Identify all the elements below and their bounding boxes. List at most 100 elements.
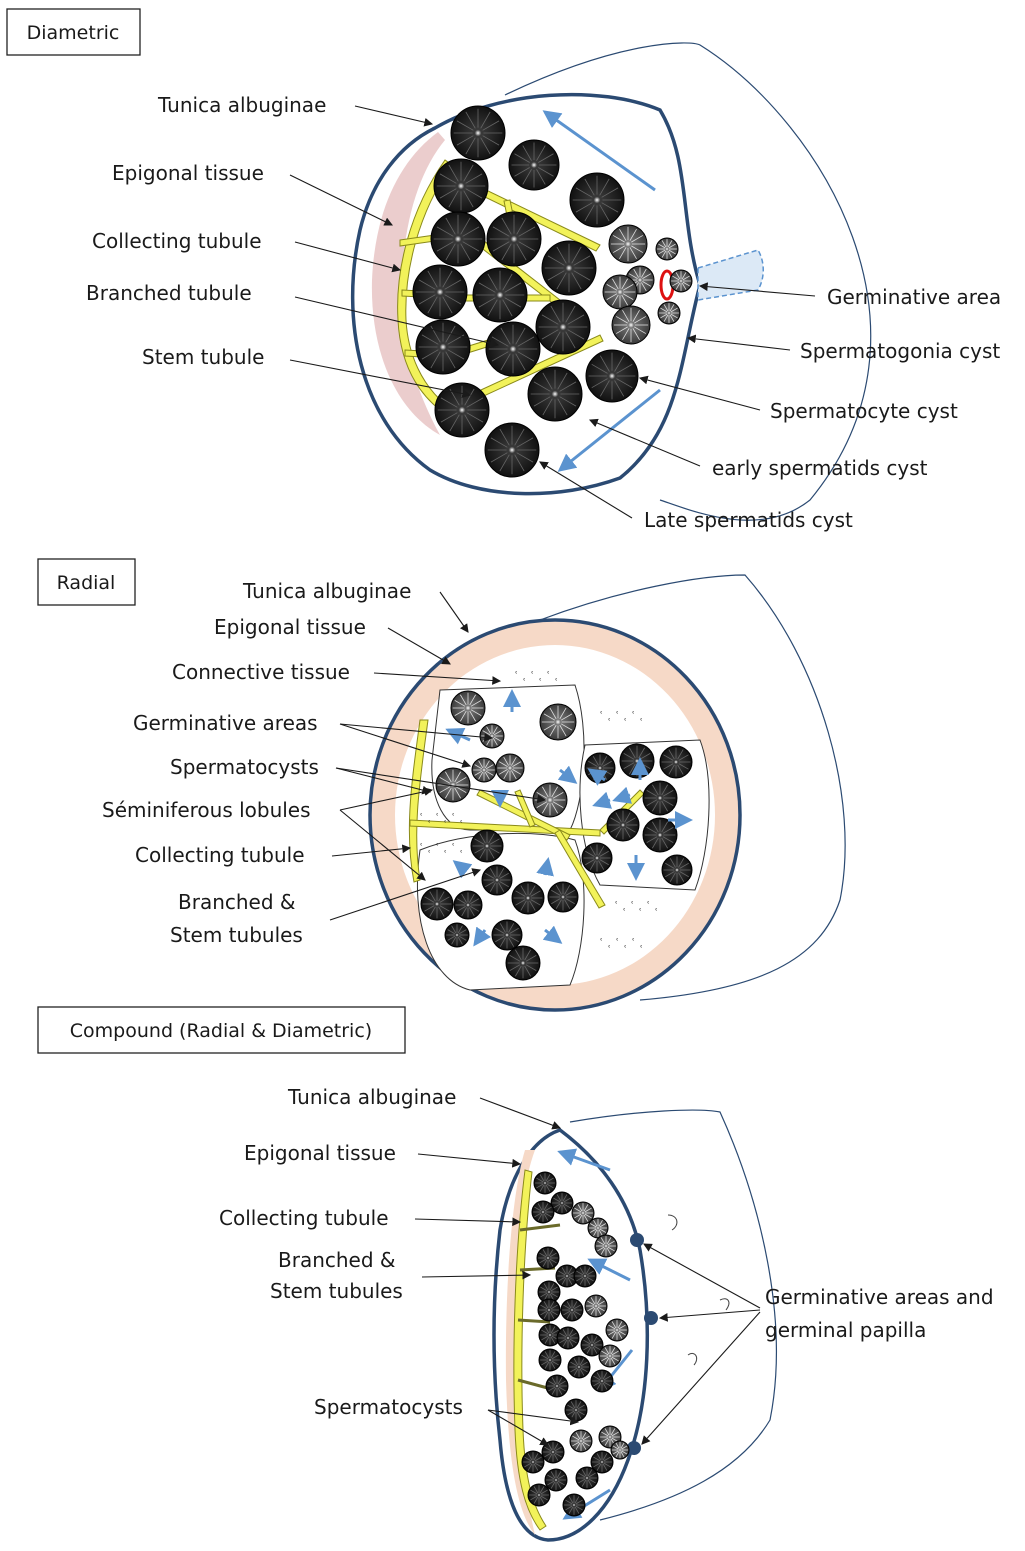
connective-fiber: ʿ: [555, 678, 558, 688]
cyst: [538, 1323, 562, 1347]
connective-fiber: ʿ: [631, 901, 634, 911]
connective-fiber: ʿ: [444, 850, 447, 860]
diametric-cysts: [412, 105, 693, 478]
cyst: [610, 1440, 630, 1460]
connective-fiber: ʿ: [639, 908, 642, 918]
cyst: [537, 1298, 561, 1322]
cyst: [598, 1425, 622, 1449]
compound-epigonal-tissue: [505, 1150, 535, 1535]
radial-label-connective: Connective tissue: [172, 660, 350, 684]
cyst: [521, 1450, 545, 1474]
diametric-label-epigonal: Epigonal tissue: [112, 161, 264, 185]
cyst: [585, 349, 639, 403]
diametric-flow-arrow: [557, 388, 661, 472]
cyst: [434, 382, 490, 438]
cyst: [453, 890, 483, 920]
cyst: [545, 1374, 569, 1398]
connective-fiber: ʿ: [640, 945, 643, 955]
cyst: [535, 299, 591, 355]
connective-fiber: ʿ: [436, 843, 439, 853]
cyst: [661, 854, 693, 886]
cyst: [659, 745, 693, 779]
cyst: [485, 321, 541, 377]
radial-label-lobules: Séminiferous lobules: [102, 798, 311, 822]
connective-fiber: ʿ: [452, 843, 455, 853]
cyst: [567, 1355, 591, 1379]
diametric-label-collecting: Collecting tubule: [92, 229, 262, 253]
radial-label-collecting: Collecting tubule: [135, 843, 305, 867]
cyst: [486, 211, 542, 267]
compound-label-branched-2: Stem tubules: [270, 1279, 403, 1303]
cyst: [575, 1466, 599, 1490]
cyst: [495, 753, 525, 783]
cyst: [564, 1398, 588, 1422]
cyst: [450, 690, 486, 726]
cyst: [590, 1450, 614, 1474]
connective-fiber: ʿ: [640, 718, 643, 728]
compound-label-germinative-1: Germinative areas and: [765, 1285, 994, 1309]
cyst: [590, 1369, 614, 1393]
cyst: [584, 1294, 608, 1318]
cyst: [669, 269, 693, 293]
diametric-title: Diametric: [27, 22, 120, 44]
cyst: [527, 366, 583, 422]
radial-flow-arrows: [445, 689, 693, 947]
diametric-flow-arrow: [542, 110, 656, 192]
radial-label-branched-1: Branched &: [178, 890, 296, 914]
flow-arrow: [536, 857, 554, 877]
compound-label-tunica: Tunica albuginae: [287, 1085, 456, 1109]
connective-fiber: ʿ: [655, 908, 658, 918]
cyst: [594, 1234, 618, 1258]
cyst: [479, 723, 505, 749]
diametric-label-stem: Stem tubule: [142, 345, 264, 369]
cyst: [435, 767, 471, 803]
connective-fiber: ʿ: [460, 820, 463, 830]
cyst: [538, 1348, 562, 1372]
radial-label-branched-2: Stem tubules: [170, 923, 303, 947]
flow-arrow: [592, 791, 613, 809]
cyst: [606, 808, 640, 842]
connective-fiber: ʿ: [600, 711, 603, 721]
flow-arrow: [557, 765, 578, 784]
cyst: [508, 139, 560, 191]
cyst: [602, 274, 638, 310]
cyst: [581, 842, 613, 874]
connective-fiber: ʿ: [452, 813, 455, 823]
cyst: [470, 829, 504, 863]
cyst: [531, 1200, 555, 1224]
radial-gland-outline: [539, 574, 846, 1001]
connective-fiber: ʿ: [608, 718, 611, 728]
cyst: [619, 743, 655, 779]
diametric-label-tunica: Tunica albuginae: [157, 93, 326, 117]
connective-fiber: ʿ: [460, 850, 463, 860]
cyst: [573, 1264, 597, 1288]
cyst: [533, 1171, 557, 1195]
connective-fiber: ʿ: [608, 945, 611, 955]
compound-cysts: [521, 1171, 630, 1517]
flow-arrow: [612, 786, 633, 804]
cyst: [511, 881, 545, 915]
compound-label-collecting: Collecting tubule: [219, 1206, 389, 1230]
diametric-label-late: Late spermatids cyst: [644, 508, 853, 532]
cyst: [536, 1246, 560, 1270]
connective-fiber: ʿ: [539, 678, 542, 688]
diametric-label-spermatocyte: Spermatocyte cyst: [770, 399, 958, 423]
cyst: [505, 945, 541, 981]
compound-section: Compound (Radial & Diametric) Tunica alb…: [37, 1006, 994, 1542]
diametric-label-early: early spermatids cyst: [712, 456, 928, 480]
connective-fiber: ʿ: [523, 678, 526, 688]
cyst: [430, 211, 486, 267]
connective-fiber: ʿ: [616, 938, 619, 948]
flow-arrow: [452, 860, 473, 879]
cyst: [598, 1344, 622, 1368]
cyst: [450, 105, 506, 161]
cyst: [562, 1493, 586, 1517]
connective-fiber: ʿ: [600, 938, 603, 948]
compound-germinal-papilla: [644, 1311, 658, 1325]
radial-label-spermatocysts: Spermatocysts: [170, 755, 319, 779]
radial-label-epigonal: Epigonal tissue: [214, 615, 366, 639]
connective-fiber: ʿ: [420, 813, 423, 823]
cyst: [527, 1483, 551, 1507]
